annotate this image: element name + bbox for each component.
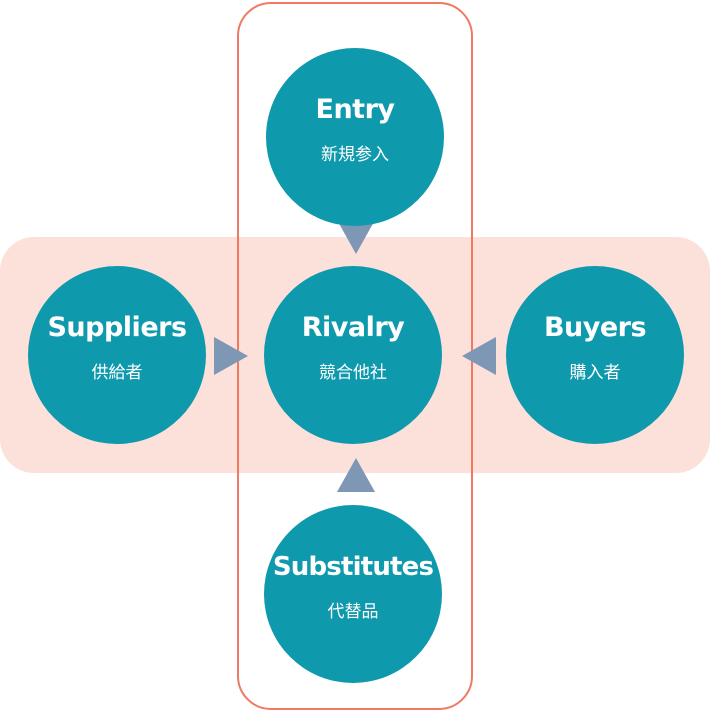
node-entry-label: Entry: [315, 94, 396, 125]
node-suppliers: Suppliers 供給者: [28, 266, 206, 444]
node-rivalry: Rivalry 競合他社: [264, 266, 442, 444]
node-entry: Entry 新規参入: [266, 48, 444, 226]
node-buyers-label: Buyers: [543, 312, 647, 343]
node-suppliers-label: Suppliers: [47, 312, 187, 343]
arrow-substitutes-to-rivalry: [337, 458, 375, 492]
node-substitutes: Substitutes 代替品: [264, 505, 442, 683]
node-substitutes-label: Substitutes: [272, 552, 434, 582]
node-substitutes-sublabel: 代替品: [327, 602, 379, 622]
node-suppliers-sublabel: 供給者: [91, 363, 143, 383]
node-buyers: Buyers 購入者: [506, 266, 684, 444]
node-rivalry-label: Rivalry: [301, 312, 405, 343]
arrow-buyers-to-rivalry: [462, 337, 496, 375]
arrow-suppliers-to-rivalry: [214, 337, 248, 375]
node-entry-sublabel: 新規参入: [321, 145, 389, 165]
node-rivalry-sublabel: 競合他社: [319, 363, 387, 383]
node-buyers-sublabel: 購入者: [569, 363, 621, 383]
arrow-entry-to-rivalry: [337, 220, 375, 254]
